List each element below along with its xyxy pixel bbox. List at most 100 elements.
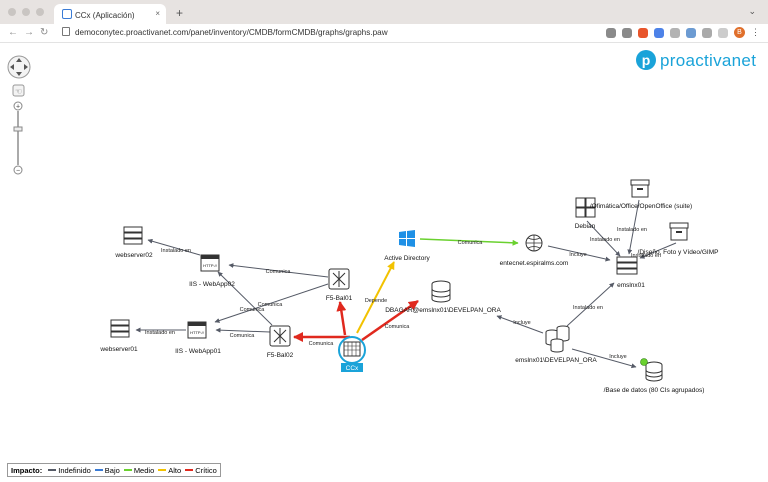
edge-label-instalado: Instalado en xyxy=(631,253,661,259)
node-label: IIS - WebApp01 xyxy=(175,348,221,355)
node-develpan-ora[interactable]: emslnx01\DEVELPAN_ORA xyxy=(515,325,597,364)
node-label: Active Directory xyxy=(384,255,430,262)
hand-tool-button[interactable] xyxy=(12,84,25,97)
extension-icon[interactable] xyxy=(670,27,680,38)
profile-avatar[interactable]: B xyxy=(734,27,745,38)
edge-f5bal02-iis02 xyxy=(217,271,273,326)
zoom-slider[interactable]: + − xyxy=(13,101,23,175)
edge-label-incluye: Incluye xyxy=(569,252,586,258)
extension-translate-icon[interactable] xyxy=(654,27,664,38)
maximize-window-button[interactable] xyxy=(36,8,44,16)
favicon-icon xyxy=(62,9,72,19)
toolbar-icons: B ⋮ xyxy=(606,27,760,38)
edge-label-depende: Depende xyxy=(365,298,387,304)
pan-control[interactable] xyxy=(7,55,31,79)
impact-legend: Impacto: Indefinido Bajo Medio Alto Crít… xyxy=(7,463,221,477)
node-iis-webapp01[interactable]: HTTP:// IIS - WebApp01 xyxy=(175,321,221,355)
edge-label-instalado: Instalado en xyxy=(161,248,191,254)
node-diseno[interactable]: /Diseño, Foto y Vídeo/GIMP xyxy=(638,222,719,256)
legend-item: Indefinido xyxy=(48,466,91,475)
edge-entecnet-emslnx01 xyxy=(547,245,611,262)
legend-item: Medio xyxy=(123,466,154,475)
edge-label-comunica: Comunica xyxy=(385,324,411,330)
node-iis-webapp02[interactable]: HTTP:// IIS - WebApp02 xyxy=(189,254,235,288)
node-base-de-datos[interactable]: /Base de datos (80 CIs agrupados) xyxy=(604,358,705,395)
edge-f5bal02-iis01 xyxy=(215,327,271,333)
tab-close-icon[interactable]: × xyxy=(155,9,160,18)
zoom-in-icon[interactable]: + xyxy=(16,104,20,111)
new-tab-button[interactable]: + xyxy=(176,6,184,20)
node-webserver01[interactable]: webserver01 xyxy=(99,319,138,353)
forward-button[interactable]: → xyxy=(24,27,34,38)
legend-swatch xyxy=(123,468,132,471)
zoom-handle[interactable] xyxy=(13,126,23,132)
node-entecnet[interactable]: entecnet.espiralms.com xyxy=(500,234,569,267)
browser-tab[interactable]: CCx (Aplicación) × xyxy=(54,4,166,24)
proactivanet-logo: p proactivanet xyxy=(636,50,762,72)
graph-canvas[interactable]: ☜ + − Comunica Depende Comunica Comunica… xyxy=(0,43,768,482)
edge-develpan-emslnx01 xyxy=(566,282,615,327)
edge-label-incluye: Incluye xyxy=(513,320,530,326)
logo-wordmark: proactivanet xyxy=(660,51,757,70)
share-icon[interactable] xyxy=(606,27,616,38)
minimize-window-button[interactable] xyxy=(22,8,30,16)
legend-item: Crítico xyxy=(185,466,217,475)
lock-icon xyxy=(62,27,70,36)
node-label: emslnx01 xyxy=(617,282,645,289)
node-label: DBAGAR@emslnx01\DEVELPAN_ORA xyxy=(385,307,501,314)
browser-menu-icon[interactable]: ⋮ xyxy=(751,27,760,37)
window-controls xyxy=(8,8,44,16)
edge-label-comunica: Comunica xyxy=(240,307,266,313)
extension-brave-icon[interactable] xyxy=(638,27,648,38)
http-label: HTTP:// xyxy=(203,263,218,268)
edge-ccx-f5bal01 xyxy=(336,301,347,336)
edge-label-incluye: Incluye xyxy=(609,354,626,360)
node-webserver02[interactable]: webserver02 xyxy=(114,226,153,259)
node-debian[interactable]: Debian xyxy=(575,197,596,230)
node-ofimatica[interactable]: /Ofimática/Office/OpenOffice (suite) xyxy=(590,179,692,210)
edge-iis02-webserver02 xyxy=(147,238,201,256)
node-label: entecnet.espiralms.com xyxy=(500,260,569,267)
cmdb-graph[interactable]: ☜ + − Comunica Depende Comunica Comunica… xyxy=(0,43,768,482)
edge-label-comunica: Comunica xyxy=(309,341,335,347)
edge-f5bal01-iis01 xyxy=(214,283,329,323)
extension-blue-icon[interactable] xyxy=(686,27,696,38)
node-f5-bal02[interactable]: F5-Bal02 xyxy=(267,325,294,359)
legend-item: Alto xyxy=(158,466,181,475)
group-badge-icon xyxy=(640,358,648,366)
edge-ccx-dbagar xyxy=(361,299,419,342)
address-bar[interactable]: democonytec.proactivanet.com/panet/inven… xyxy=(62,27,388,39)
browser-tabbar: CCx (Aplicación) × + ⌄ xyxy=(0,0,768,25)
edge-f5bal01-iis02 xyxy=(228,263,329,278)
node-label: CCx xyxy=(346,365,359,372)
node-label: IIS - WebApp02 xyxy=(189,281,235,288)
node-label: /Base de datos (80 CIs agrupados) xyxy=(604,387,705,394)
edge-label-comunica: Comunica xyxy=(230,333,256,339)
back-button[interactable]: ← xyxy=(8,27,18,38)
edge-label-instalado: Instalado en xyxy=(617,227,647,233)
node-dbagar[interactable]: DBAGAR@emslnx01\DEVELPAN_ORA xyxy=(385,280,501,314)
edge-ofimatica-emslnx01 xyxy=(627,199,640,255)
node-active-directory[interactable]: Active Directory xyxy=(384,230,431,262)
legend-label: Crítico xyxy=(195,465,217,475)
edge-debian-emslnx01 xyxy=(586,220,621,257)
extensions-puzzle-icon[interactable] xyxy=(702,27,712,38)
node-label: emslnx01\DEVELPAN_ORA xyxy=(515,357,597,364)
node-label: /Ofimática/Office/OpenOffice (suite) xyxy=(590,203,692,210)
logo-mark: p xyxy=(636,50,656,70)
edge-label-comunica: Comunica xyxy=(266,269,292,275)
sidebar-icon[interactable] xyxy=(718,27,728,38)
legend-label: Indefinido xyxy=(58,465,91,475)
url-text: democonytec.proactivanet.com/panet/inven… xyxy=(75,28,388,37)
edge-label-instalado: Instalado en xyxy=(590,237,620,243)
legend-swatch xyxy=(158,468,167,471)
bookmark-star-icon[interactable] xyxy=(622,27,632,38)
reload-button[interactable]: ↻ xyxy=(40,27,49,38)
close-window-button[interactable] xyxy=(8,8,16,16)
node-emslnx01[interactable]: emslnx01 xyxy=(616,256,645,289)
node-f5-bal01[interactable]: F5-Bal01 xyxy=(326,268,353,302)
zoom-out-icon[interactable]: − xyxy=(16,168,20,175)
graph-edges: Comunica Depende Comunica Comunica Inclu… xyxy=(135,199,677,369)
node-ccx[interactable]: CCx xyxy=(338,336,366,372)
tab-search-chevron-icon[interactable]: ⌄ xyxy=(748,6,756,16)
